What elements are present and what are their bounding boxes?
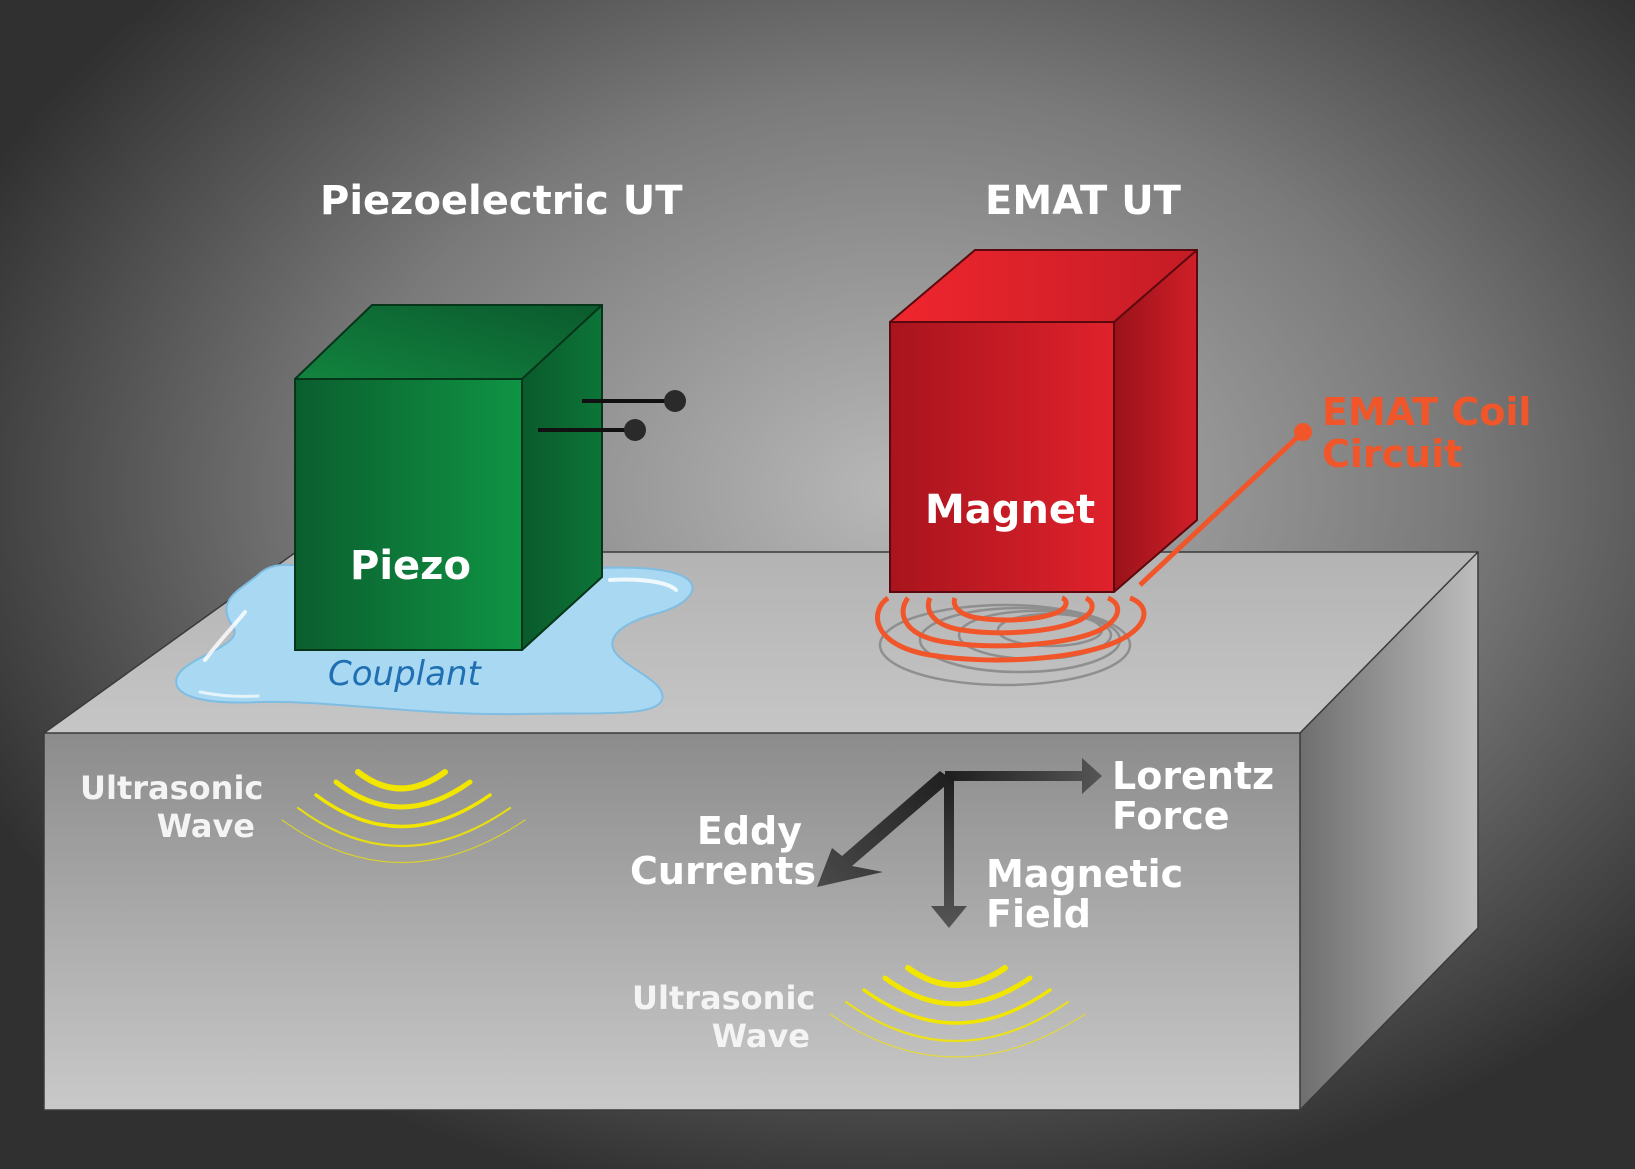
emat-coil-line2: Circuit [1322, 431, 1463, 476]
lorentz-force-label: Lorentz Force [1112, 754, 1275, 838]
ultrasonic-left-line2: Wave [156, 806, 255, 845]
ultrasonic-wave-left-label: Ultrasonic Wave [80, 769, 264, 846]
piezo-label: Piezo [350, 543, 471, 589]
coil-terminal [1294, 423, 1312, 441]
force-arrows [817, 758, 1102, 928]
eddy-line1: Eddy [696, 809, 802, 853]
title-piezoelectric-ut: Piezoelectric UT [320, 178, 683, 224]
magnet-label: Magnet [925, 487, 1096, 533]
specimen-front-face [44, 733, 1300, 1110]
emat-coil-circuit-label: EMAT Coil Circuit [1322, 390, 1532, 476]
magnetic-field-label: Magnetic Field [986, 852, 1184, 936]
ultrasonic-bottom-line2: Wave [711, 1016, 810, 1055]
piezo-block [294, 304, 603, 651]
lead-upper-terminal [664, 390, 686, 412]
coil-lead [1138, 430, 1305, 587]
title-emat-ut: EMAT UT [985, 178, 1181, 224]
magnetic-field-arrow [931, 776, 967, 928]
magnet-side-face [1114, 250, 1197, 592]
magnetic-line2: Field [986, 891, 1091, 936]
ultrasonic-left-line1: Ultrasonic [80, 769, 264, 807]
eddy-line2: Currents [630, 848, 817, 893]
ultrasonic-wave-bottom-label: Ultrasonic Wave [632, 979, 816, 1056]
lorentz-force-arrow [945, 758, 1102, 794]
lorentz-line2: Force [1112, 793, 1230, 838]
ultrasonic-bottom-line1: Ultrasonic [632, 979, 816, 1017]
emat-coil [875, 423, 1312, 687]
piezo-side-face [522, 305, 602, 650]
eddy-currents-label: Eddy Currents [630, 809, 817, 893]
magnet-front-face [890, 322, 1114, 592]
magnetic-line1: Magnetic [986, 852, 1184, 896]
lead-lower-terminal [624, 419, 646, 441]
ultrasonic-wave-bottom [829, 965, 1086, 1058]
ultrasonic-wave-left [281, 769, 526, 863]
lorentz-line1: Lorentz [1112, 754, 1275, 798]
magnet-block [889, 249, 1198, 593]
emat-coil-line1: EMAT Coil [1322, 390, 1532, 434]
piezo-front-face [295, 379, 522, 650]
couplant-label: Couplant [328, 654, 481, 694]
eddy-currents-arrow [817, 771, 952, 887]
piezo-leads [538, 390, 686, 441]
piezo-top-face [295, 305, 602, 379]
specimen-side-face [1300, 552, 1478, 1110]
magnet-top-face [890, 250, 1197, 322]
